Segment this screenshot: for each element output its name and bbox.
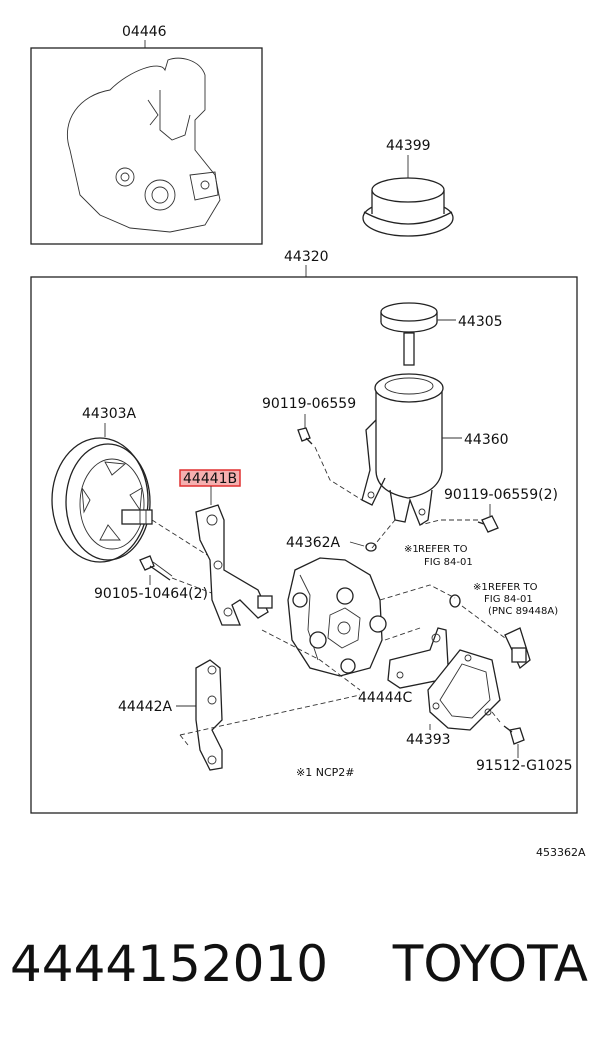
pressure-switch [461,605,531,670]
label-44305: 44305 [458,314,503,330]
bracket-44444C: 44444C [358,627,449,706]
label-91512: 91512-G1025 [476,758,573,774]
note2-line2: FIG 84-01 [484,594,533,605]
note1-line1: REFER TO [418,544,468,555]
bracket-44441B: 44441B [179,469,273,626]
label-44399: 44399 [386,138,431,154]
label-44362A: 44362A [286,535,341,551]
brand-name: TOYOTA [392,935,588,993]
label-90119-top: 90119-06559 [262,396,356,412]
reservoir-cap-44305: 44305 [380,302,503,366]
assembly-box-44320: 44320 [30,249,578,814]
note2-line1: REFER TO [488,582,538,593]
label-44360: 44360 [464,432,509,448]
note1-mark: ※1 [404,544,419,555]
kit-box-04446: 04446 [30,24,263,245]
highlight-box [179,469,241,487]
bracket-44442A: 44442A [118,659,361,771]
pulley-44303A: 44303A [51,406,216,563]
plate-44393: 44393 [406,649,501,748]
label-44320: 44320 [284,249,329,265]
note2-line3: (PNC 89448A) [488,606,558,617]
label-44303A: 44303A [82,406,137,422]
footer: 4444152010 TOYOTA [0,935,600,1015]
bolt-91512: 91512-G1025 [476,711,573,774]
parts-diagram: 04446 44399 44320 [30,24,586,859]
bolt-90119-top: 90119-06559 [262,396,363,501]
note2-mark: ※1 [473,582,488,593]
oring-44362A: 44362A [286,535,377,552]
label-04446: 04446 [122,24,167,40]
label-44393: 44393 [406,732,451,748]
note-ncp2: ※1 NCP2# [296,766,354,779]
cap-44399: 44399 [362,138,454,237]
note1-line2: FIG 84-01 [424,557,473,568]
note-refer-1: ※1 REFER TO FIG 84-01 [404,544,473,568]
oring-small [449,594,461,608]
reservoir-44360: 44360 [361,373,509,526]
label-90105: 90105-10464(2) [94,586,208,602]
note-refer-2: ※1 REFER TO FIG 84-01 (PNC 89448A) [473,582,558,617]
pump-body [261,519,456,691]
label-90119-right: 90119-06559(2) [444,487,558,503]
label-44442A: 44442A [118,699,173,715]
label-44441B: 44441B [183,471,237,487]
reference-code: 453362A [536,846,586,859]
label-44444C: 44444C [358,690,413,706]
part-number: 4444152010 [10,935,329,993]
bolt-90119-right: 90119-06559(2) [419,487,558,533]
